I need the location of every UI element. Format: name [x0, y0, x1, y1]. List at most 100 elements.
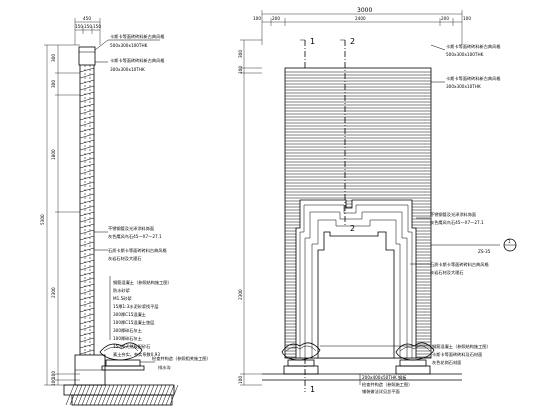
column-hatch-line: [79, 277, 95, 283]
left-top-dim-total: 450: [83, 16, 91, 21]
foundation-hatch-line: [101, 384, 111, 406]
column-hatch-line: [79, 73, 95, 79]
left-callout-8: 灰岩石材及大理石: [108, 255, 142, 262]
section-mark-1-top: 1: [310, 37, 315, 46]
right-callout-3: 卡斯卡等面砖砖料新古典风格: [446, 75, 501, 82]
foundation-hatch-line: [85, 384, 95, 406]
foundation-hatch-line: [129, 384, 139, 406]
foundation-hatch-line: [89, 384, 99, 406]
column-hatch-line: [79, 247, 95, 253]
foundation-hatch-line: [109, 384, 119, 406]
left-vdim-3: 1800: [51, 149, 56, 160]
foundation-hatch-line: [69, 384, 79, 406]
foundation-hatch-line: [169, 384, 179, 406]
right-vdim-2: 100: [238, 66, 243, 74]
column-hatch-line: [79, 67, 95, 73]
right-callout-7: 石质卡斯卡等面砖砖料古典风格: [430, 261, 489, 268]
column-hatch-line: [79, 289, 95, 295]
column-hatch-line: [79, 349, 95, 355]
column-hatch-line: [79, 157, 95, 163]
left-callout-15: 300厚碎石灰土: [113, 327, 142, 334]
left-callout-1: 卡斯卡等面砖砖料新古典风格: [110, 33, 165, 40]
bottom-note-1: 200x400x50THK 钢板: [362, 374, 407, 381]
column-hatch-line: [79, 223, 95, 229]
left-top-dimensions: 450 150 150 150: [74, 16, 101, 45]
column-hatch-line: [79, 253, 95, 259]
left-callout-7: 石质卡斯卡等面砖砖料古典风格: [108, 247, 167, 254]
column-hatch-line: [79, 187, 95, 193]
right-vdim-3: 2300: [238, 289, 243, 300]
column-hatch-line: [79, 115, 95, 121]
column-hatch-line: [79, 235, 95, 241]
left-callout-11: M1.5砂浆: [113, 295, 132, 302]
column-hatch-line: [79, 79, 95, 85]
foundation-hatch-line: [97, 384, 107, 406]
column-hatch-line: [79, 241, 95, 247]
right-callout-9: 钢筋混凝土（参照结构施工图）: [432, 343, 491, 350]
right-callout-6: 灰色鹰风鸟石45一X7一27.1: [430, 219, 484, 226]
left-vdim-2: 300: [51, 80, 56, 88]
column-hatch-line: [79, 205, 95, 211]
column-hatch-line: [79, 127, 95, 133]
left-vdim-6: 100: [51, 378, 56, 386]
right-callout-8: 灰岩石材及大理石: [430, 269, 464, 276]
left-callouts: 卡斯卡等面砖砖料新古典风格 500x300x100THK 卡斯卡等面砖砖料新古典…: [94, 33, 211, 371]
right-dim-c: 2400: [355, 16, 366, 21]
column-hatch-line: [79, 199, 95, 205]
left-planter: [99, 342, 145, 371]
detail-ref-bottom: ZS-35: [478, 249, 491, 254]
left-callout-18: 素土夯实，夯实系数0.93: [113, 351, 160, 358]
foundation-hatch-line: [161, 384, 171, 406]
left-vdim-1: 300: [51, 54, 56, 62]
right-front-elevation: 3000 100 200 2400 200 100 300 100 2300 1…: [238, 7, 517, 395]
column-hatch-line: [79, 319, 95, 325]
foundation-hatch-line: [157, 384, 167, 406]
column-hatch-line: [79, 163, 95, 169]
column-hatch-line: [79, 331, 95, 337]
column-hatch-line: [79, 307, 95, 313]
left-vertical-dimensions: 300 300 1800 2300 100 100 5300: [40, 44, 80, 386]
column-hatch-line: [79, 211, 95, 217]
left-side-elevation: 450 150 150 150 300 300 1800 2300 100 10…: [40, 16, 211, 406]
bottom-note-2: 检查井构造（参照施工图）: [362, 381, 412, 388]
left-base-note: 检查井构造（参照相关施工图）: [152, 355, 211, 362]
foundation-hatch-line: [137, 384, 147, 406]
column-hatch-line: [79, 133, 95, 139]
right-dim-a: 100: [253, 16, 261, 21]
left-callout-16: 100厚碎石灰土: [113, 335, 142, 342]
foundation-hatch-line: [121, 384, 131, 406]
bottom-note-3: 铺装做法详见总平面: [362, 388, 400, 395]
column-hatch-line: [79, 85, 95, 91]
right-callout-10: 卡斯卡等面砖砖料及石材面: [432, 351, 482, 358]
column-hatch-line: [79, 259, 95, 265]
column-hatch-line: [79, 229, 95, 235]
foundation-hatch-line: [113, 384, 123, 406]
left-callout-9: 钢筋混凝土（参照结构施工图）: [113, 279, 172, 286]
column-hatch-line: [79, 217, 95, 223]
gate-arch: [295, 199, 417, 359]
foundation-hatch-line: [145, 384, 155, 406]
right-dim-e: 100: [463, 16, 471, 21]
foundation-hatch-line: [117, 384, 127, 406]
column-hatch-line: [79, 295, 95, 301]
left-callout-6: 灰色鹰风鸟石45一X7一27.1: [108, 233, 162, 240]
foundation-hatch-line: [141, 384, 151, 406]
bottom-notes: 200x400x50THK 钢板 检查井构造（参照施工图） 铺装做法详见总平面: [359, 374, 412, 395]
column-hatch-line: [79, 337, 95, 343]
right-callout-1: 卡斯卡等面砖砖料新古典风格: [446, 43, 501, 50]
right-dim-overall: 3000: [357, 7, 372, 14]
right-top-dimensions: 3000 100 200 2400 200 100: [253, 7, 471, 45]
column-hatch-line: [79, 265, 95, 271]
column-hatch-line: [79, 175, 95, 181]
column-hatch-line: [79, 91, 95, 97]
left-callout-10: 防水砂浆: [113, 287, 131, 294]
left-foundation: [63, 354, 179, 406]
right-vertical-dimensions: 300 100 2300 100: [238, 39, 262, 386]
foundation-hatch-line: [77, 384, 87, 406]
foundation-hatch-line: [125, 384, 135, 406]
column-shaft: [79, 65, 95, 355]
left-callout-17: 150厚天然级配砂石: [113, 343, 150, 350]
foundation-hatch-line: [105, 384, 115, 406]
column-hatch-line: [79, 109, 95, 115]
left-callout-4: 300x300x10THK: [110, 67, 145, 72]
